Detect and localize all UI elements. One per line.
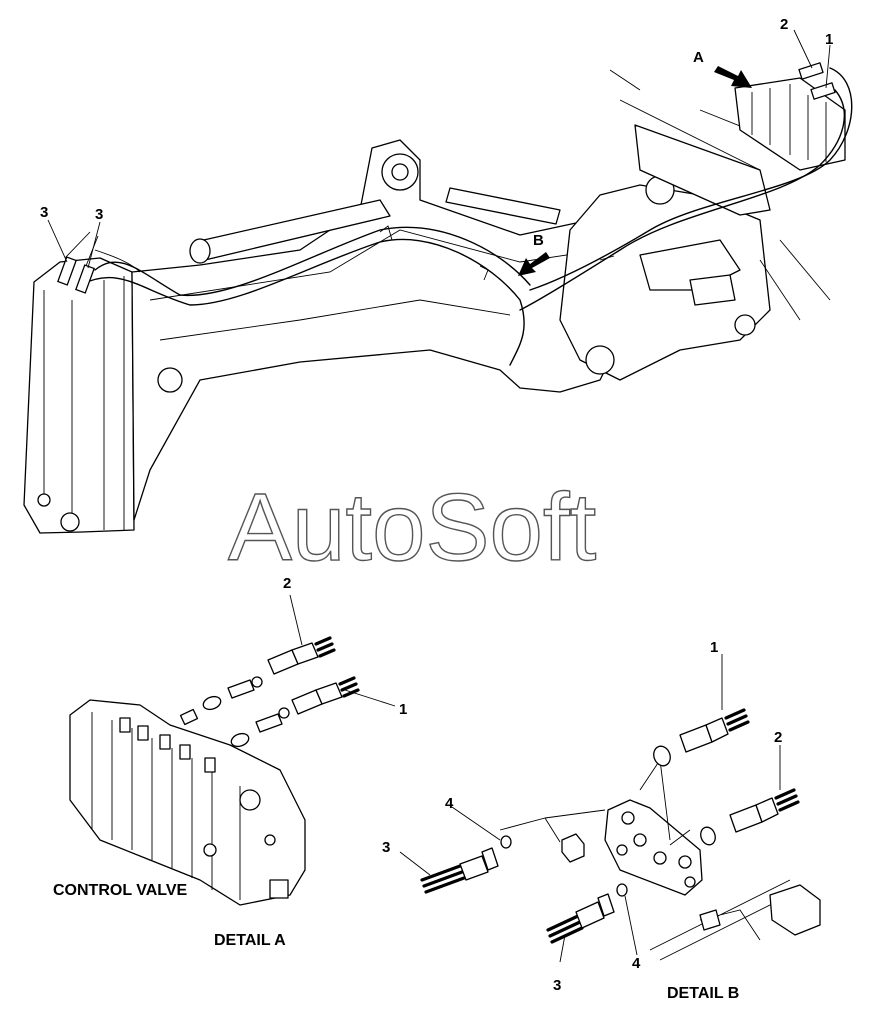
hose-fitting-b-1: [653, 708, 750, 767]
top-leaders: [47, 29, 831, 269]
arrow-b-icon: [518, 252, 550, 276]
callout-a: A: [693, 49, 704, 66]
o-ring-lower: [230, 732, 250, 748]
adapter-upper: [227, 676, 263, 699]
callout-detail-b-3a: 3: [382, 839, 390, 856]
callout-top-2: 2: [780, 16, 788, 33]
hose-fitting-1: [291, 676, 360, 715]
hose-fitting-2: [267, 636, 336, 675]
hose-fitting-b-3b: [546, 883, 628, 944]
boom-assembly: [23, 62, 853, 534]
caption-detail-b: DETAIL B: [667, 985, 739, 1002]
callout-left-3a: 3: [40, 204, 48, 221]
caption-detail-a: DETAIL A: [214, 932, 286, 949]
callout-detail-b-4a: 4: [445, 795, 454, 812]
callout-top-1: 1: [825, 31, 833, 48]
callout-detail-b-3b: 3: [553, 977, 561, 994]
callout-detail-b-1: 1: [710, 639, 718, 656]
detail-a-group: [69, 594, 396, 906]
callout-detail-a-2: 2: [283, 575, 291, 592]
arrow-a-icon: [714, 66, 752, 88]
caption-control-valve: CONTROL VALVE: [53, 882, 188, 899]
callout-detail-a-1: 1: [399, 701, 407, 718]
watermark: AutoSoft: [228, 474, 596, 581]
o-ring-upper: [202, 695, 222, 711]
hose-fitting-b-2: [700, 788, 800, 846]
callout-left-3b: 3: [95, 206, 103, 223]
callout-b: B: [533, 232, 544, 249]
control-valve-drawing: [69, 699, 306, 906]
callout-detail-b-2: 2: [774, 729, 782, 746]
detail-b-group: [399, 654, 821, 963]
hose-fitting-b-3a: [420, 835, 512, 894]
adapter-lower: [255, 707, 290, 733]
callout-detail-b-4b: 4: [632, 955, 641, 972]
